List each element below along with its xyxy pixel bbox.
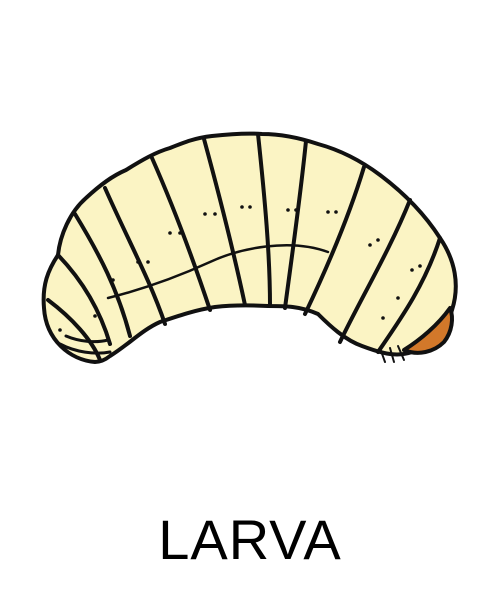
larva-grub-icon [41, 131, 458, 364]
tail-curl [58, 334, 112, 355]
spiracle-dots [58, 205, 422, 332]
larva-body [41, 131, 458, 364]
lateral-line [106, 244, 330, 300]
card-label: LARVA [158, 508, 342, 571]
body-segments [46, 132, 442, 362]
larva-head [402, 306, 454, 355]
larva-legs [379, 345, 405, 363]
